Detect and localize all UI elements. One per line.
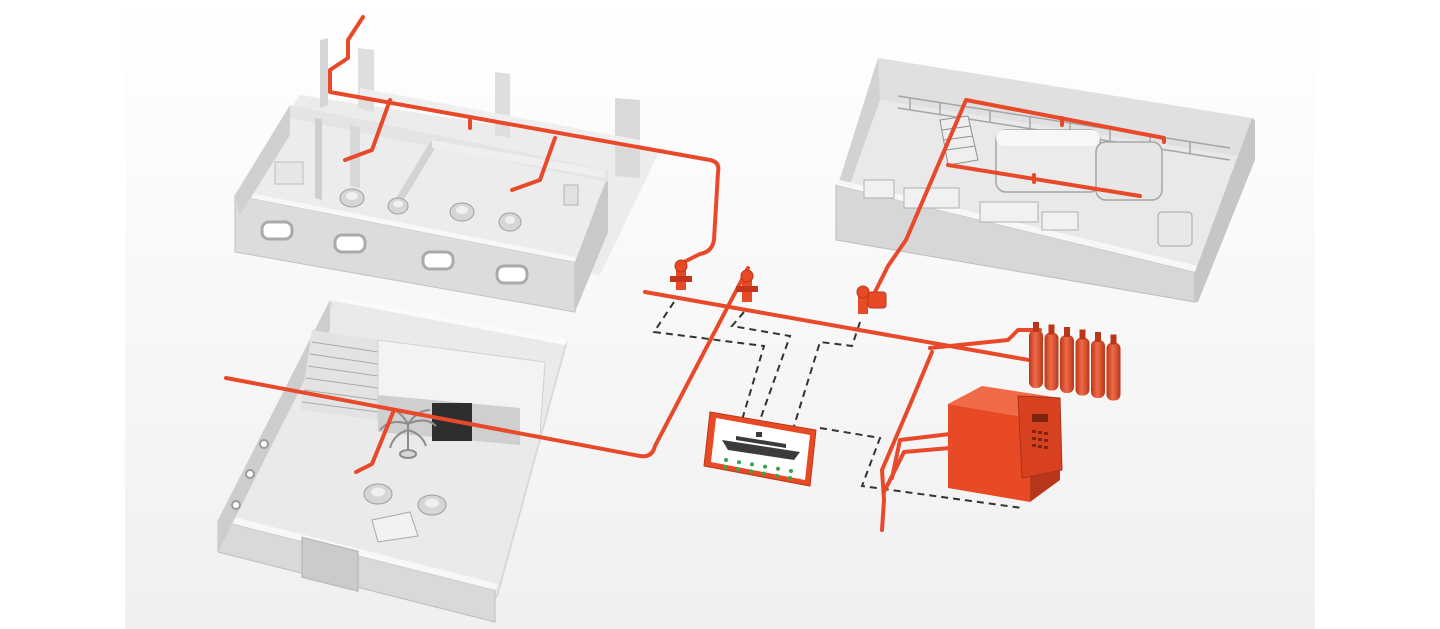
armchair-icon [363,483,393,505]
armchair-icon [339,188,365,208]
signal-line [652,301,766,421]
pipe-cabins-riser [328,15,721,264]
status-led-icon [788,476,792,480]
status-led-icon [724,458,728,462]
panel-indicators [723,458,793,480]
pipe-cabins-branch [510,136,557,192]
cylinder-icon [1044,324,1059,391]
cylinder-icon [1106,334,1121,401]
status-led-icon [776,466,780,471]
armchair-icon [387,197,409,215]
public-lounge [217,296,568,623]
pump-control-box [1017,395,1063,479]
cylinder-icon [1029,322,1043,388]
cabin-partition-1 [395,140,440,200]
status-led-icon [749,469,753,474]
status-led-icon [775,473,779,478]
cabin-partition-4 [315,118,322,200]
engine-aux-unit [863,179,895,199]
cylinder-icon [1091,332,1105,398]
pipe-lounge-line [224,266,750,459]
cabin-wardrobe [563,184,579,206]
porthole [333,233,367,254]
status-led-icon [750,462,754,467]
status-led-icon [736,467,740,472]
lounge-side-wall [218,300,330,552]
main-engine-2 [1095,141,1163,201]
left-margin [0,0,125,629]
armchair-icon [498,212,522,232]
lounge-staircase [300,330,379,420]
porthole [245,469,255,479]
cabin-partition-3 [432,140,605,178]
cabins-front-wall-top [235,191,580,262]
status-led-icon [737,460,741,465]
keypad-icon [1032,430,1048,449]
pipe-engine-branch [946,163,1142,198]
engine-aux-unit [903,187,960,209]
signal-line [793,321,861,427]
section-valve [736,269,758,302]
signal-lines [652,301,1023,509]
cabins-tall-wall-3 [495,72,510,138]
lounge-wall-top-back [330,296,568,345]
pump-display [1032,414,1048,422]
pump-unit [948,386,1063,502]
gas-cylinder-bank [1029,322,1121,401]
ship-icon [722,432,800,460]
pipe-pump-line [882,446,952,494]
porthole [495,264,529,285]
pipe-engine-riser [870,98,1166,300]
porthole [421,250,455,271]
lounge-right-wall [495,340,568,600]
cabins-tall-wall-1 [320,38,328,108]
status-led-icon [723,465,727,469]
cabins-right-wall [575,175,608,312]
pipe-cabins-branch [343,98,392,162]
pipe-lounge-drop [354,408,396,474]
engine-left-wall [838,58,880,198]
status-led-icon [763,464,767,469]
cabins-left-wall [235,105,290,215]
section-valves [670,259,887,314]
pipe-pump-line [880,350,934,532]
porthole [231,500,241,510]
control-panel-ship-mimic [703,411,817,487]
signal-line [730,311,792,421]
engine-aux-unit [979,201,1039,223]
pump-cabinet-front [948,404,1030,502]
cylinder-icon [1060,327,1074,393]
engine-back-wall [878,58,1252,158]
pipe-main-header [643,290,1042,364]
cabin-desk [274,161,304,185]
lounge-front-door [301,536,359,592]
engine-right-wall [1195,118,1255,302]
status-led-icon [762,471,766,476]
porthole [260,220,294,241]
pipe-header-branch [928,328,1042,350]
pipe-pump-line [890,432,952,480]
cylinder-icon [1075,329,1090,396]
right-margin [1315,0,1440,629]
cabins-tall-wall-2 [358,48,374,112]
engine-aux-unit [1041,211,1079,231]
armchair-icon [449,202,475,222]
pipe-network [224,15,1166,532]
porthole [259,439,269,449]
section-valve [856,285,887,314]
signal-line [819,427,1023,509]
armchair-icon [417,494,447,516]
status-led-icon [789,469,793,473]
section-valve [670,259,692,290]
lounge-table [371,511,419,543]
engine-tank [1157,211,1193,247]
